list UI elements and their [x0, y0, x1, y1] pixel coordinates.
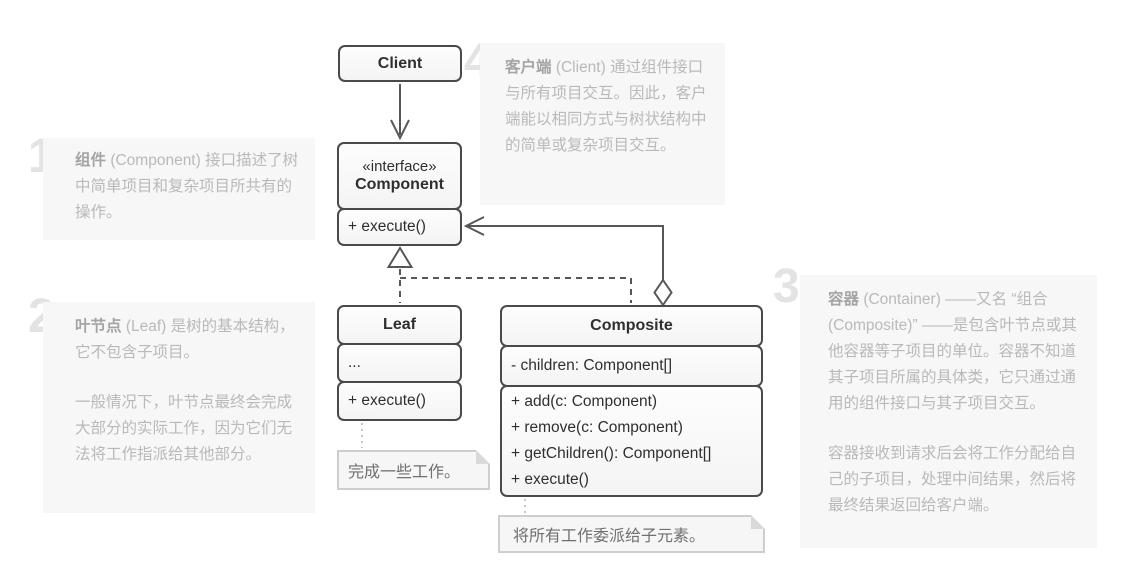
composite-to-component-line	[467, 225, 664, 280]
note-fold-icon	[476, 450, 490, 464]
arrowhead-down-icon	[390, 119, 410, 141]
class-composite-title: Composite	[590, 317, 673, 334]
class-composite-method: + add(c: Component)	[511, 393, 658, 410]
annotation-4-term: 客户端	[505, 59, 552, 76]
annotation-3-text-1: 容器 (Container) ——又名 “组合 (Composite)” ——是…	[828, 291, 1077, 412]
class-component-title: Component	[355, 176, 444, 193]
class-leaf-attribute: ...	[348, 354, 361, 371]
note-fold-icon	[751, 515, 765, 529]
annotation-3: 容器 (Container) ——又名 “组合 (Composite)” ——是…	[800, 275, 1097, 548]
annotation-4-text: 客户端 (Client) 通过组件接口与所有项目交互。因此，客户端能以相同方式与…	[505, 59, 707, 154]
class-leaf-method: + execute()	[348, 392, 426, 409]
generalization-triangle-icon	[386, 246, 414, 268]
class-composite-attribute: - children: Component[]	[511, 357, 673, 374]
class-leaf: Leaf ... + execute()	[337, 305, 462, 421]
annotation-1: 组件 (Component) 接口描述了树中简单项目和复杂项目所共有的操作。	[43, 138, 315, 240]
annotation-2-term: 叶节点	[75, 318, 122, 335]
class-client-title: Client	[377, 54, 423, 72]
class-composite-method: + remove(c: Component)	[511, 419, 683, 436]
class-component: «interface» Component + execute()	[337, 142, 462, 246]
annotation-1-text: 组件 (Component) 接口描述了树中简单项目和复杂项目所共有的操作。	[75, 152, 299, 221]
annotation-2: 叶节点 (Leaf) 是树的基本结构，它不包含子项目。 一般情况下，叶节点最终会…	[43, 302, 315, 513]
class-composite-method: + getChildren(): Component[]	[511, 445, 712, 462]
class-composite-method: + execute()	[511, 471, 589, 488]
annotation-3-text-2: 容器接收到请求后会将工作分配给自己的子项目，处理中间结果，然后将最终结果返回给客…	[828, 445, 1077, 514]
annotation-3-term: 容器	[828, 291, 860, 308]
note-composite: 将所有工作委派给子元素。	[498, 515, 765, 553]
class-component-stereotype: «interface»	[362, 158, 437, 175]
note-composite-text: 将所有工作委派给子元素。	[513, 528, 706, 545]
annotation-2-text-1: 叶节点 (Leaf) 是树的基本结构，它不包含子项目。	[75, 318, 295, 361]
aggregation-diamond-icon	[653, 278, 673, 307]
arrowhead-left-icon	[463, 216, 485, 236]
class-component-method: + execute()	[348, 218, 426, 235]
annotation-4: 客户端 (Client) 通过组件接口与所有项目交互。因此，客户端能以相同方式与…	[480, 43, 725, 205]
composite-generalization-dashed-line	[400, 277, 632, 303]
class-leaf-title: Leaf	[383, 316, 416, 333]
class-client: Client	[338, 45, 462, 82]
class-composite: Composite - children: Component[] + add(…	[500, 305, 763, 497]
note-leaf-text: 完成一些工作。	[348, 464, 461, 481]
annotation-1-term: 组件	[75, 152, 107, 169]
annotation-2-text-2: 一般情况下，叶节点最终会完成大部分的实际工作，因为它们无法将工作指派给其他部分。	[75, 394, 293, 463]
annotation-3-number: 3	[773, 260, 800, 313]
note-leaf: 完成一些工作。	[337, 450, 490, 490]
